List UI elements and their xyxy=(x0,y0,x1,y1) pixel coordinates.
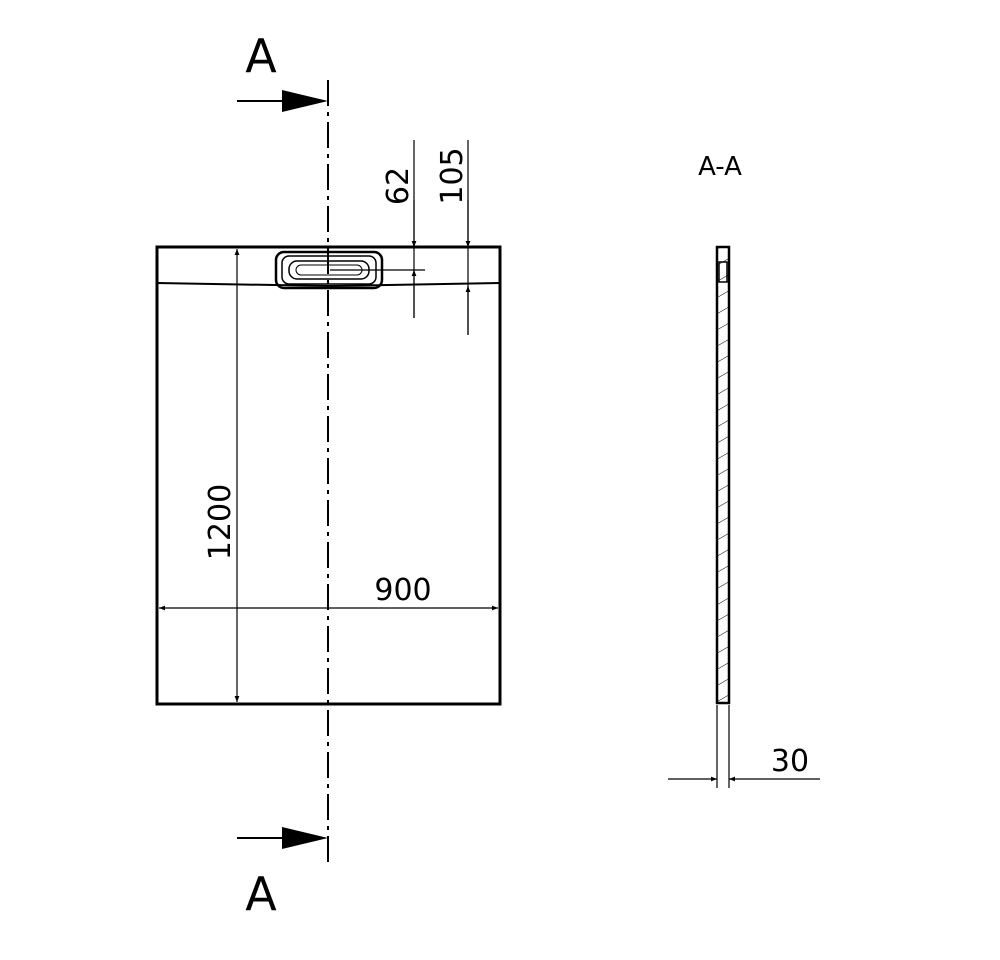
drain-section-detail xyxy=(718,261,728,283)
tray-section-profile xyxy=(715,245,731,705)
dimension-thickness: 30 xyxy=(668,705,820,788)
section-view-title: A-A xyxy=(698,152,742,182)
dimension-length: 1200 xyxy=(203,249,240,702)
section-letter-bottom: A xyxy=(245,867,277,921)
dimension-width: 900 xyxy=(159,573,498,611)
section-arrow-head-top xyxy=(282,90,328,112)
section-arrow-head-bottom xyxy=(282,827,328,849)
dimension-drain-inner: 62 xyxy=(330,140,425,318)
drain-channel-edge xyxy=(156,282,501,288)
dimension-width-label: 900 xyxy=(374,573,431,608)
section-view xyxy=(715,245,731,705)
section-marker-top: A xyxy=(237,29,328,112)
section-letter-top: A xyxy=(245,29,277,83)
dimension-thickness-label: 30 xyxy=(771,744,809,779)
dimension-drain-outer: 105 xyxy=(435,140,471,335)
dimension-length-label: 1200 xyxy=(203,484,238,560)
dimension-drain-outer-label: 105 xyxy=(435,147,470,204)
section-marker-bottom: A xyxy=(237,827,328,921)
dimension-drain-inner-label: 62 xyxy=(381,167,416,205)
